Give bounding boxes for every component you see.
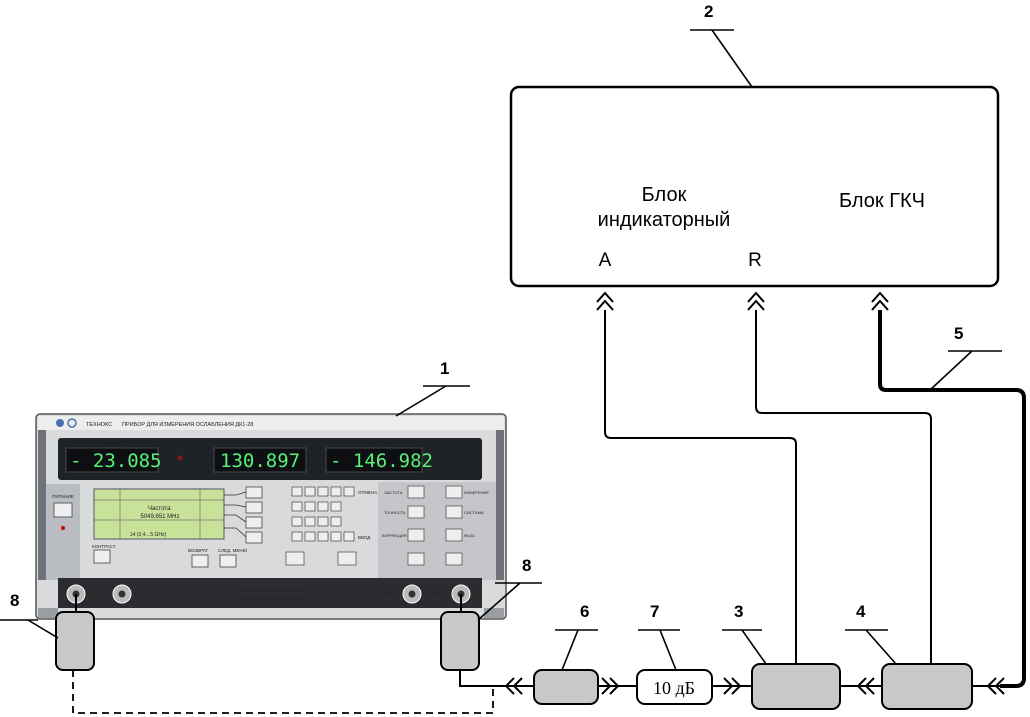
callout-8-right: 8	[522, 556, 531, 575]
block-6	[533, 669, 599, 705]
block-4	[881, 663, 973, 710]
port-a1-label: A1	[88, 593, 96, 599]
dashed-link	[72, 670, 494, 714]
indicator-block-label-line2: индикаторный	[598, 209, 731, 231]
callout-3: 3	[734, 602, 743, 621]
block-3	[751, 663, 841, 710]
cable-8-to-6	[459, 670, 498, 687]
cancel-label: ОТМЕНА	[358, 490, 377, 495]
brand-label: ТЕХНОКС	[86, 422, 112, 428]
next-menu-label: СЛЕД. МЕНЮ	[218, 548, 248, 553]
port-a2-label: A2	[134, 593, 142, 599]
cable-a	[604, 310, 797, 664]
connector-r-icon	[747, 291, 765, 311]
adapter-8-left	[55, 611, 95, 671]
accuracy-label: ТОЧНОСТЬ	[384, 510, 406, 515]
display-phase-label: Фаза, градус	[247, 441, 277, 447]
adapter-8-right	[440, 611, 480, 671]
measure-label: ИЗМЕРЕНИЕ	[464, 490, 489, 495]
back-label: ВОЗВРАТ	[188, 548, 208, 553]
lcd-screen	[93, 488, 225, 540]
range-text-1: A1/B1: от 0,18 до 37,5 GHz	[236, 588, 305, 594]
callout-4: 4	[856, 602, 866, 621]
keypad	[285, 486, 357, 566]
contrast-label: КОНТРАСТ	[92, 544, 116, 549]
attenuator-label: 10 дБ	[653, 678, 695, 698]
power-label: ПИТАНИЕ	[52, 494, 74, 499]
connector-marks	[504, 291, 1005, 695]
system-label: СИСТЕМА	[464, 510, 484, 515]
connector-4-in-icon	[986, 677, 1005, 695]
search-label: ПОИСК	[186, 457, 206, 463]
block-7-attenuator	[636, 669, 713, 705]
port-a-label: A	[599, 250, 612, 271]
range-text-2: A2/B2: от 0,1 до 100 MHz	[238, 596, 302, 602]
callout-6: 6	[580, 602, 589, 621]
cable-r	[755, 310, 932, 664]
lcd-frequency-label: Частота:	[148, 506, 172, 512]
logo-icon	[56, 419, 64, 427]
display-a-value: - 23.085	[70, 450, 162, 472]
connector-6-out-icon	[601, 677, 620, 695]
port-b2-icon	[402, 584, 422, 604]
callout-7: 7	[650, 602, 659, 621]
sweep-generator-label: Блок ГКЧ	[839, 190, 925, 212]
instrument-title: ПРИБОР ДЛЯ ИЗМЕРЕНИЯ ОСЛАБЛЕНИЯ ДК1-28	[122, 422, 253, 428]
lcd-frequency-value: 5049,651 MHz	[140, 514, 179, 520]
leader-lines	[0, 29, 1002, 671]
chain-blocks: 10 дБ	[533, 663, 973, 710]
port-b2-label: B2	[386, 593, 394, 599]
connector-sweep-icon	[871, 291, 889, 311]
indicator-block-label-line1: Блок	[642, 184, 687, 206]
block-2: Блок индикаторный Блок ГКЧ A R	[509, 85, 1000, 288]
instrument-1: ТЕХНОКС ПРИБОР ДЛЯ ИЗМЕРЕНИЯ ОСЛАБЛЕНИЯ …	[35, 413, 507, 620]
display-b-value: - 146.982	[330, 450, 433, 472]
cable-5	[878, 310, 1026, 688]
callout-numbers: 2 1 5 8 8 6 7 3 4	[10, 2, 963, 621]
power-led-icon	[61, 526, 65, 530]
callout-5: 5	[954, 324, 963, 343]
enter-label: ВВОД	[358, 535, 370, 540]
phase-label: ФАЗА	[464, 533, 475, 538]
display-phase-value: 130.897	[220, 450, 300, 472]
port-b1-label: B1	[432, 593, 440, 599]
power-button	[53, 502, 73, 518]
connector-6-in-icon	[504, 677, 523, 695]
cables	[72, 310, 1026, 714]
display-a-label: Канал A, dB	[98, 441, 126, 447]
callout-2: 2	[704, 2, 713, 21]
connector-3-in-icon	[856, 677, 875, 695]
freq-label: ЧАСТОТА	[384, 490, 403, 495]
port-a2-icon	[112, 584, 132, 604]
callout-8-left: 8	[10, 591, 19, 610]
port-r-label: R	[748, 250, 762, 271]
connector-7-out-icon	[723, 677, 742, 695]
connector-a-icon	[596, 291, 614, 311]
lcd-band: 14 (2,4…5 GHz)	[130, 532, 167, 538]
correction-label: КОРРЕКЦИЯ	[382, 533, 407, 538]
callout-1: 1	[440, 359, 449, 378]
display-b-label: Канал B, dB	[364, 441, 392, 447]
